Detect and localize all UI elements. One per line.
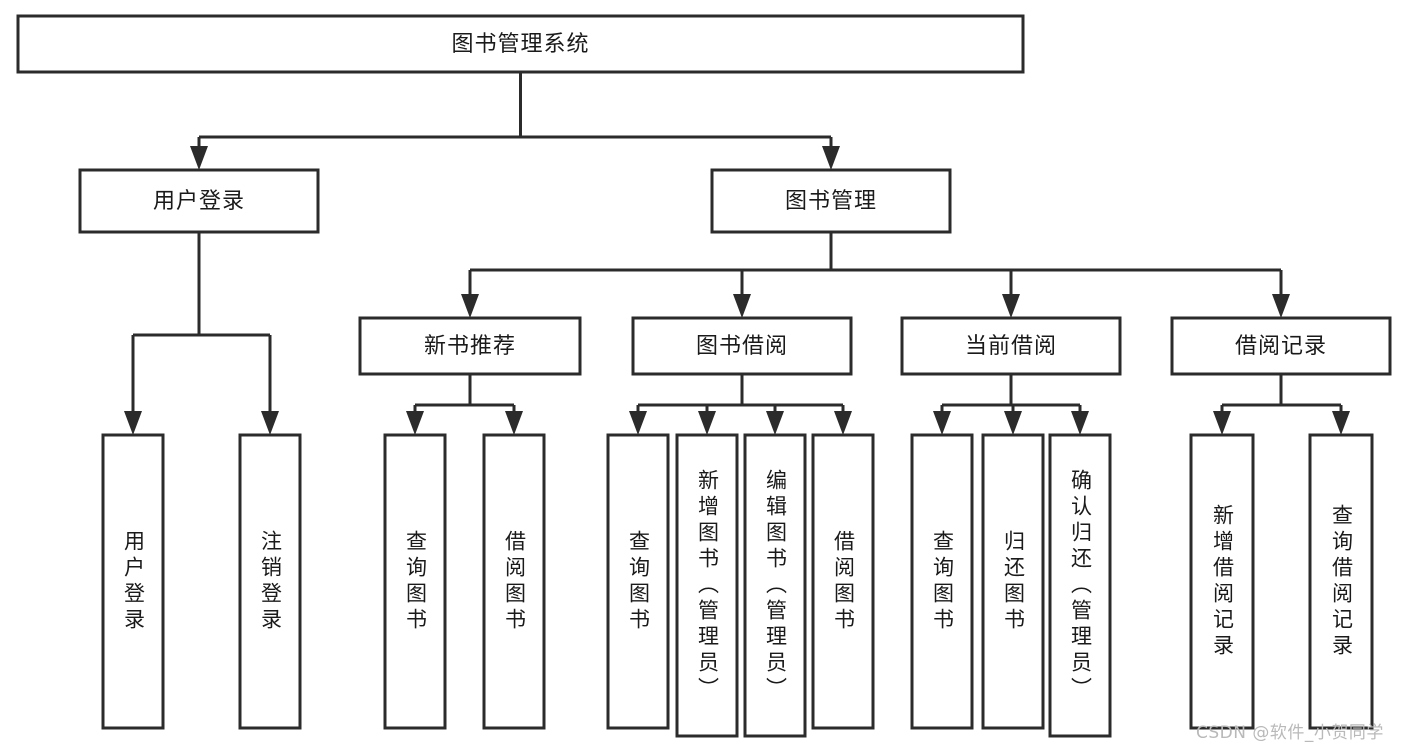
node-box-root[interactable] [16, 14, 1025, 74]
node-box-leaf-5-新增图书管理员[interactable] [675, 433, 739, 738]
node-box-leaf-1-注销登录[interactable] [238, 433, 302, 730]
arrow-head-icon-leaf-借阅记录-0 [1213, 411, 1231, 435]
arrow-head-icon-leaf-当前借阅-2 [1071, 411, 1089, 435]
node-box-leaf-0-用户登录[interactable] [101, 433, 165, 730]
node-label-level2-用户登录: 用户登录 [153, 189, 245, 214]
node-box-level3-当前借阅[interactable] [900, 316, 1122, 376]
node-label-level3-当前借阅: 当前借阅 [965, 334, 1057, 359]
node-box-leaf-9-归还图书[interactable] [981, 433, 1045, 730]
node-box-leaf-3-借阅图书[interactable] [482, 433, 546, 730]
arrow-head-icon-leaf-图书借阅-2 [766, 411, 784, 435]
node-box-leaf-2-查询图书[interactable] [383, 433, 447, 730]
arrow-head-icon-level3-3 [1272, 294, 1290, 318]
node-box-level3-新书推荐[interactable] [358, 316, 582, 376]
arrow-head-icon-level2-1 [822, 146, 840, 170]
node-box-leaf-12-查询借阅记录[interactable] [1308, 433, 1374, 730]
arrow-head-icon-leaf-新书推荐-1 [505, 411, 523, 435]
node-label-level3-新书推荐: 新书推荐 [424, 334, 516, 359]
arrow-head-icon-level3-0 [461, 294, 479, 318]
arrow-head-icon-leaf-图书借阅-1 [698, 411, 716, 435]
node-label-root: 图书管理系统 [451, 32, 589, 57]
arrow-head-icon-level2-0 [190, 146, 208, 170]
node-box-level3-图书借阅[interactable] [631, 316, 853, 376]
node-label-level2-图书管理: 图书管理 [785, 189, 877, 214]
node-box-level3-借阅记录[interactable] [1170, 316, 1392, 376]
node-box-level2-用户登录[interactable] [78, 168, 320, 234]
arrow-head-icon-level3-2 [1002, 294, 1020, 318]
arrow-head-icon-leaf-借阅记录-1 [1332, 411, 1350, 435]
node-box-leaf-8-查询图书[interactable] [910, 433, 974, 730]
node-layer [16, 14, 1392, 738]
arrow-head-icon-leaf-当前借阅-0 [933, 411, 951, 435]
arrow-head-icon-leaf-当前借阅-1 [1004, 411, 1022, 435]
node-box-leaf-10-确认归还管理员[interactable] [1048, 433, 1112, 738]
arrow-head-icon-level3-1 [733, 294, 751, 318]
node-label-level3-图书借阅: 图书借阅 [696, 334, 788, 359]
arrow-head-icon-leaf-用户登录-0 [124, 411, 142, 435]
arrow-head-icon-leaf-新书推荐-0 [406, 411, 424, 435]
node-box-leaf-6-编辑图书管理员[interactable] [743, 433, 807, 738]
connector-layer [124, 72, 1350, 435]
csdn-watermark: CSDN @软件_小贺同学 [1196, 723, 1384, 743]
node-box-level2-图书管理[interactable] [710, 168, 952, 234]
node-box-leaf-4-查询图书[interactable] [606, 433, 670, 730]
arrow-head-icon-leaf-图书借阅-0 [629, 411, 647, 435]
node-box-leaf-11-新增借阅记录[interactable] [1189, 433, 1255, 730]
arrow-head-icon-leaf-图书借阅-3 [834, 411, 852, 435]
arrow-head-icon-leaf-用户登录-1 [261, 411, 279, 435]
node-label-level3-借阅记录: 借阅记录 [1235, 334, 1327, 359]
node-box-leaf-7-借阅图书[interactable] [811, 433, 875, 730]
